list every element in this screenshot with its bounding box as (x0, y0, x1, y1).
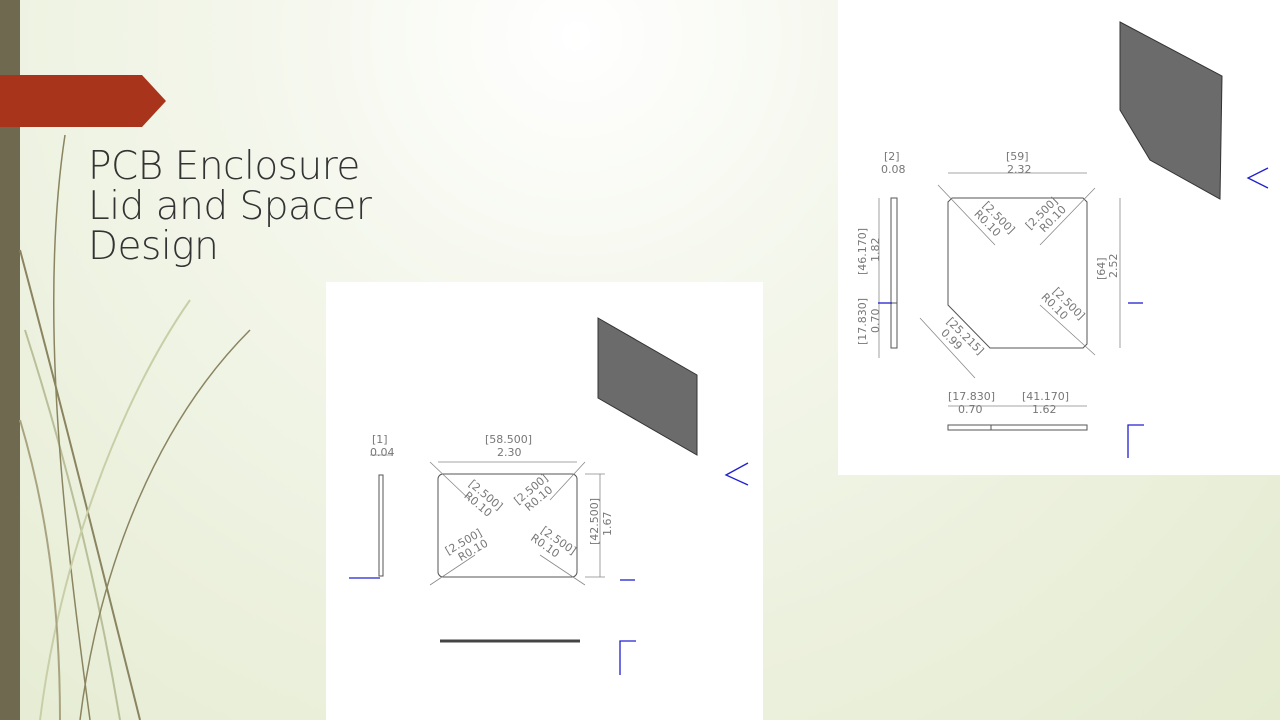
spacer-width-in: 2.32 (1007, 163, 1032, 176)
spacer-thickness-in: 0.08 (881, 163, 906, 176)
spacer-drawing-panel: [2] 0.08 [59] 2.32 [64] 2.52 [46.170] 1.… (838, 0, 1280, 475)
spacer-bottom-right-in: 1.62 (1032, 403, 1057, 416)
spacer-thickness-mm: [2] (884, 150, 900, 163)
drawing-line (39, 299, 191, 720)
decorative-grass-curves (19, 134, 251, 720)
view-corner-marker (619, 640, 636, 675)
drawing-line (919, 317, 976, 379)
drawing-line (937, 184, 996, 246)
dimension-label: [2.500]R0.10 (971, 199, 1017, 239)
dimension-label: [2.500]R0.10 (1039, 285, 1088, 323)
dimension-label: [17.830] (856, 298, 869, 345)
drawing-line (539, 554, 586, 586)
title-banner-arrow (0, 75, 166, 127)
spacer-side-view (890, 197, 898, 349)
view-arrow-marker (1246, 167, 1269, 189)
drawing-line (24, 329, 121, 720)
dimension-label: [2.500]R0.10 (1023, 195, 1069, 235)
spacer-height-mm: [64] (1095, 257, 1108, 280)
spacer-3d-view (1119, 21, 1223, 200)
spacer-height-in: 2.52 (1107, 254, 1120, 279)
drawing-line (429, 554, 476, 586)
lid-drawing-panel: [1] 0.04 [58.500] 2.30 [42.500] 1.67 [2.… (326, 282, 763, 720)
dimension-label: [46.170] (856, 228, 869, 275)
spacer-side-upper-in: 1.82 (869, 238, 882, 263)
view-corner-marker (1127, 424, 1144, 458)
slide-title: PCB Enclosure Lid and Spacer Design (88, 144, 372, 269)
lid-height-in: 1.67 (601, 512, 614, 537)
spacer-width-mm: [59] (1006, 150, 1029, 163)
lid-drawing: [1] 0.04 [58.500] 2.30 [42.500] 1.67 [2.… (349, 317, 749, 675)
spacer-bottom-left-in: 0.70 (958, 403, 983, 416)
drawing-line (52, 134, 91, 720)
dimension-label: [42.500] (588, 498, 601, 545)
spacer-front-view (947, 197, 1088, 349)
lid-height-mm: [42.500] (588, 498, 601, 545)
spacer-side-upper-mm: [46.170] (856, 228, 869, 275)
spacer-bottom-view (947, 424, 1088, 431)
dimension-label: 2.52 (1107, 254, 1120, 279)
drawing-line (19, 419, 61, 720)
lid-3d-view (597, 317, 698, 456)
dimension-label: [2.500]R0.10 (443, 526, 490, 564)
lid-thickness-mm: [1] (372, 433, 388, 446)
lid-side-view (378, 474, 384, 577)
spacer-drawing: [2] 0.08 [59] 2.32 [64] 2.52 [46.170] 1.… (856, 21, 1269, 458)
lid-width-mm: [58.500] (485, 433, 532, 446)
dimension-label: 0.70 (869, 309, 882, 334)
lid-width-in: 2.30 (497, 446, 522, 459)
drawing-line (1039, 187, 1096, 246)
dimension-label: [2.500]R0.10 (528, 524, 578, 561)
lid-front-view (437, 473, 578, 578)
view-arrow-marker (724, 462, 749, 486)
dimension-label: [2.500]R0.10 (461, 477, 505, 519)
dimension-label: [2.500]R0.10 (512, 472, 556, 514)
dimension-label: 1.67 (601, 512, 614, 537)
dimension-label: [64] (1095, 257, 1108, 280)
drawing-line (79, 329, 251, 720)
drawing-line (19, 249, 141, 720)
spacer-side-lower-in: 0.70 (869, 309, 882, 334)
lid-thickness-in: 0.04 (370, 446, 395, 459)
drawing-line (1039, 304, 1096, 356)
spacer-bottom-right-mm: [41.170] (1022, 390, 1069, 403)
drawing-line (549, 461, 586, 501)
spacer-bottom-left-mm: [17.830] (948, 390, 995, 403)
dimension-label: 1.82 (869, 238, 882, 263)
spacer-side-lower-mm: [17.830] (856, 298, 869, 345)
dimension-label: [25.215]0.99 (938, 315, 986, 357)
drawing-line (429, 461, 471, 501)
sidebar-accent-bar (0, 0, 20, 720)
